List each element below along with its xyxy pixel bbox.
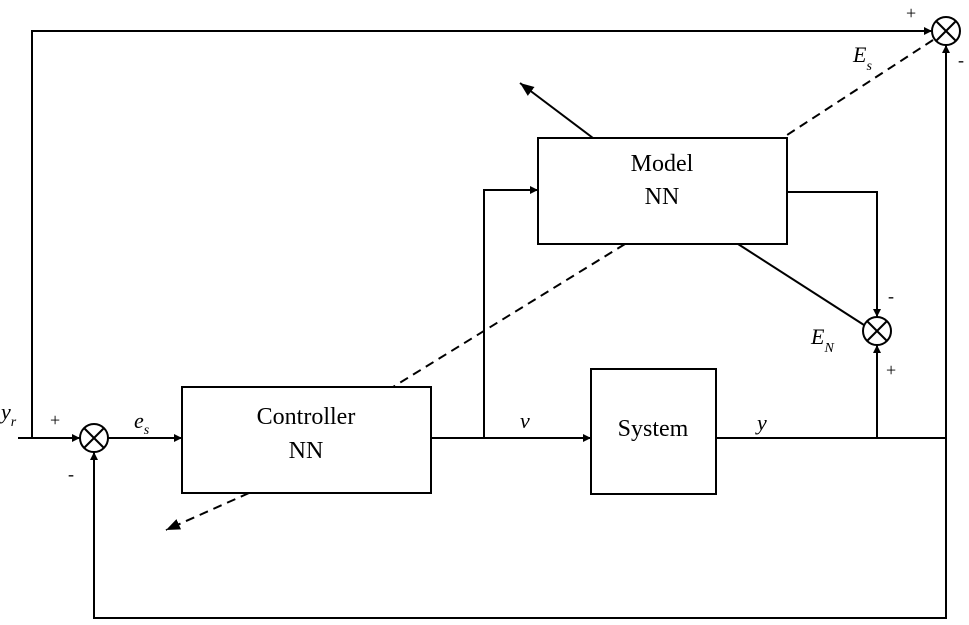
left-sum-plus-sign: + <box>50 410 60 430</box>
system-label: System <box>618 416 689 442</box>
model-label-line2: NN <box>645 184 680 210</box>
model-input-line <box>483 186 538 438</box>
controller-label-line2: NN <box>289 438 324 464</box>
reference-feedforward-line <box>31 27 932 438</box>
model-adaptation-arrow <box>519 82 594 139</box>
model-error-adaptation-line <box>737 243 865 326</box>
reference-label: yr <box>0 399 17 430</box>
controller-adaptation-dashed-line <box>392 243 626 388</box>
model-nn-block <box>537 137 788 245</box>
left-summing-junction <box>79 423 109 453</box>
controller-adaptation-arrow <box>165 492 250 531</box>
system-error-label: Es <box>852 42 872 74</box>
model-sum-plus-sign: + <box>886 360 896 380</box>
top-sum-minus-sign: - <box>958 50 964 70</box>
top-summing-junction <box>931 16 961 46</box>
model-sum-minus-sign: - <box>888 286 894 306</box>
model-label-line1: Model <box>631 151 694 177</box>
output-label: y <box>755 410 767 435</box>
model-error-label: EN <box>810 324 834 356</box>
controller-nn-block <box>181 386 432 494</box>
left-sum-minus-sign: - <box>68 464 74 484</box>
controller-error-label: es <box>134 408 150 438</box>
control-input-label: v <box>520 408 530 433</box>
model-summing-junction <box>862 316 892 346</box>
output-feedback-line <box>90 438 947 619</box>
top-sum-plus-sign: + <box>906 3 916 23</box>
system-block <box>590 368 717 495</box>
controller-label-line1: Controller <box>257 404 356 430</box>
model-output-line <box>787 191 881 317</box>
